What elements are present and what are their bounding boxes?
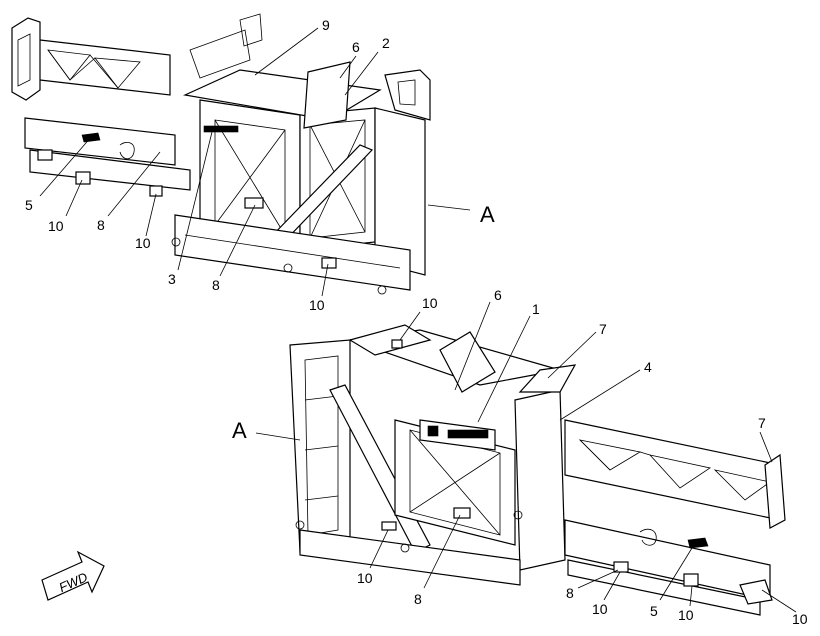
view-ref-upper: A [480,202,495,227]
callout-upper-8a: 8 [97,217,105,233]
callout-upper-3: 3 [168,271,176,287]
forward-arrow-icon [41,550,105,601]
callout-lower-7b: 7 [758,415,766,431]
callout-upper-5: 5 [25,197,33,213]
callout-lower-6: 6 [494,287,502,303]
callout-lower-8a: 8 [414,591,422,607]
callout-upper-10b: 10 [135,235,151,251]
callout-lower-10b: 10 [357,570,373,586]
callout-upper-8b: 8 [212,277,220,293]
callout-lower-4: 4 [644,359,652,375]
callout-lower-1: 1 [532,301,540,317]
upper-leaders [39,27,471,297]
callout-upper-6: 6 [352,39,360,55]
upper-assembly [11,13,431,295]
callout-lower-10c: 10 [592,601,608,617]
lower-assembly [289,324,786,616]
callout-upper-10c: 10 [309,297,325,313]
callout-upper-9: 9 [322,17,330,33]
callout-lower-5: 5 [650,603,658,619]
callout-lower-10d: 10 [678,607,694,623]
callout-lower-7a: 7 [599,321,607,337]
lower-leaders [255,301,797,613]
callout-upper-2: 2 [382,35,390,51]
callout-upper-10a: 10 [48,218,64,234]
callout-lower-10e: 10 [792,611,808,627]
view-ref-lower: A [232,418,247,443]
callout-lower-10a: 10 [422,295,438,311]
callout-lower-8b: 8 [566,585,574,601]
